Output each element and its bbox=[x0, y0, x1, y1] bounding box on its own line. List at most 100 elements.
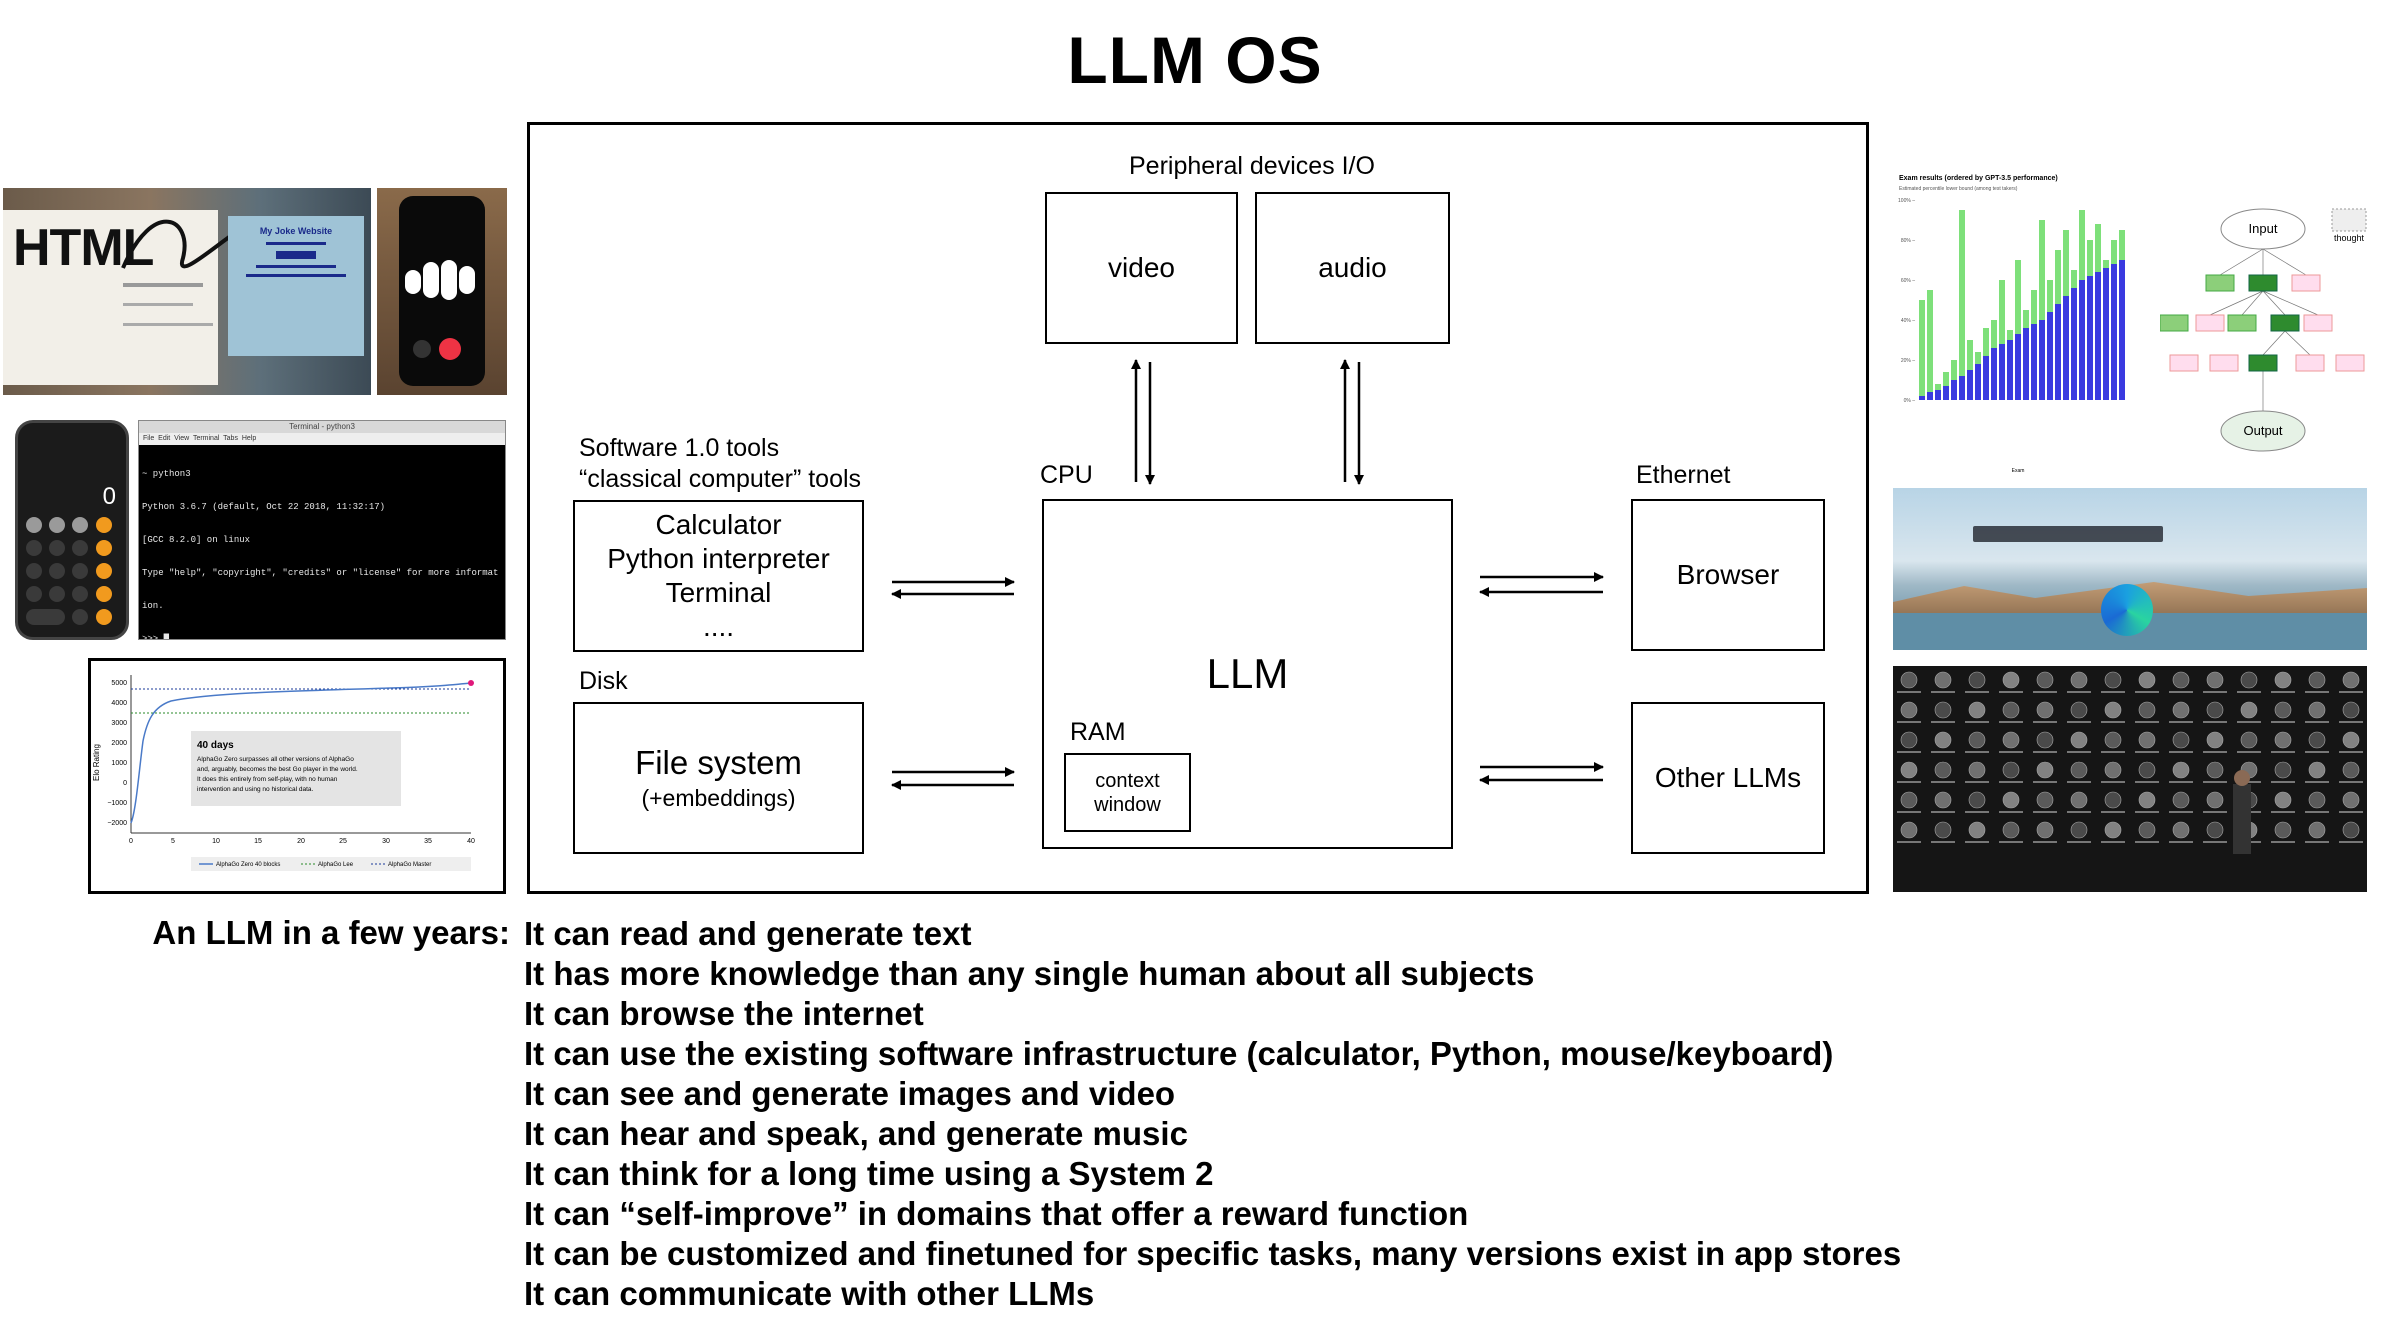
calculator-phone: 0 bbox=[15, 420, 129, 640]
gpt-app-label-line bbox=[1999, 841, 2023, 843]
menu-tabs[interactable]: Tabs bbox=[223, 435, 238, 442]
menu-help[interactable]: Help bbox=[241, 435, 257, 442]
capability-item: It can use the existing software infrast… bbox=[524, 1035, 1834, 1072]
gpt-app-icon bbox=[2172, 701, 2190, 719]
gpt-app-icon bbox=[2036, 701, 2054, 719]
legend-entry: AlphaGo Zero 40 blocks bbox=[216, 862, 280, 868]
capability-item: It can browse the internet bbox=[524, 995, 924, 1032]
terminal-line: Python 3.6.7 (default, Oct 22 2018, 11:3… bbox=[142, 502, 386, 512]
gpt-app-icon bbox=[1900, 791, 1918, 809]
ytick: 5000 bbox=[111, 680, 127, 687]
menu-edit[interactable]: Edit bbox=[158, 435, 171, 442]
context-window-line1: context bbox=[1095, 769, 1160, 792]
context-window-line2: window bbox=[1094, 793, 1161, 816]
exam-bar-gpt35 bbox=[1951, 380, 1957, 400]
ethernet-label: Ethernet bbox=[1636, 461, 1731, 489]
other-llms-label: Other LLMs bbox=[1654, 762, 1802, 793]
exam-bar-gpt35 bbox=[1919, 396, 1925, 400]
ytick: −1000 bbox=[107, 800, 127, 807]
gpt-app-label-line bbox=[2203, 841, 2227, 843]
alphago-ylabel: Elo Rating bbox=[92, 744, 101, 781]
gpt-app-icon bbox=[2172, 761, 2190, 779]
arrow-sketch bbox=[121, 219, 254, 269]
mic-icon bbox=[413, 340, 431, 358]
gpt-app-icon bbox=[2342, 731, 2360, 749]
gpt-app-icon bbox=[1934, 671, 1952, 689]
gpt-app-icon bbox=[2138, 701, 2156, 719]
gpt-icon-grid bbox=[1897, 671, 2363, 843]
gpt-app-icon bbox=[2206, 761, 2224, 779]
website-title: My Joke Website bbox=[259, 226, 333, 236]
gpt-app-label-line bbox=[1931, 811, 1955, 813]
gpt-app-label-line bbox=[1999, 781, 2023, 783]
gpt-app-label-line bbox=[2271, 751, 2295, 753]
menu-file[interactable]: File bbox=[143, 435, 155, 442]
cpu-label: CPU bbox=[1040, 461, 1093, 489]
capability-item: It can communicate with other LLMs bbox=[524, 1275, 1095, 1312]
gpt-app-label-line bbox=[2101, 841, 2125, 843]
software-label-line1: Software 1.0 tools bbox=[579, 434, 780, 462]
gpt-app-label-line bbox=[2169, 811, 2193, 813]
gpt-app-label-line bbox=[2339, 691, 2363, 693]
gpt-app-label-line bbox=[2203, 691, 2227, 693]
llm-os-diagram-frame bbox=[527, 122, 1869, 894]
gpt-app-label-line bbox=[2305, 811, 2329, 813]
alphago-chart-svg: Elo Rating 5000 4000 3000 2000 1000 0 −1… bbox=[92, 675, 475, 871]
capability-item: It can “self-improve” in domains that of… bbox=[524, 1195, 1469, 1232]
gpt-app-icon bbox=[2274, 821, 2292, 839]
gpt-app-label-line bbox=[2203, 811, 2227, 813]
gpt-app-label-line bbox=[2203, 751, 2227, 753]
gpt-app-icon bbox=[2002, 791, 2020, 809]
browser-search-bar[interactable] bbox=[1973, 526, 2163, 542]
capability-item: It can see and generate images and video bbox=[524, 1075, 1176, 1112]
gpt-app-label-line bbox=[2305, 691, 2329, 693]
terminal-output: ~ python3 Python 3.6.7 (default, Oct 22 … bbox=[139, 445, 505, 639]
gpt-app-icon bbox=[2172, 731, 2190, 749]
gpt-app-icon bbox=[2036, 821, 2054, 839]
gpt-app-label-line bbox=[2101, 721, 2125, 723]
gpt-app-icon bbox=[1934, 821, 1952, 839]
edge-logo-icon bbox=[2101, 584, 2153, 636]
gpt-app-label-line bbox=[2067, 721, 2091, 723]
gpt-app-label-line bbox=[2169, 781, 2193, 783]
gpt-app-icon bbox=[1900, 821, 1918, 839]
gpt-app-label-line bbox=[2135, 841, 2159, 843]
gpt-grid-svg bbox=[1897, 671, 2363, 854]
gpt-app-icon bbox=[1900, 701, 1918, 719]
voice-mode-phone-photo bbox=[377, 188, 507, 395]
xtick: 15 bbox=[254, 838, 262, 845]
exam-bar-gpt4 bbox=[1999, 280, 2005, 400]
gpt-app-icon bbox=[2138, 671, 2156, 689]
alphago-elo-chart: Elo Rating 5000 4000 3000 2000 1000 0 −1… bbox=[88, 658, 506, 894]
menu-view[interactable]: View bbox=[174, 435, 190, 442]
gpt-app-label-line bbox=[2339, 781, 2363, 783]
gpt-app-icon bbox=[1968, 791, 1986, 809]
exam-bar-gpt35 bbox=[1927, 392, 1933, 400]
gpt-app-icon bbox=[2274, 731, 2292, 749]
gpt-app-icon bbox=[2138, 761, 2156, 779]
gpt-app-icon bbox=[2172, 791, 2190, 809]
exam-bar-gpt35 bbox=[1983, 356, 1989, 400]
gpt-app-icon bbox=[2240, 701, 2258, 719]
gpt-app-icon bbox=[2002, 761, 2020, 779]
gpt-app-icon bbox=[2104, 821, 2122, 839]
exam-bar-gpt35 bbox=[1967, 370, 1973, 400]
ytick: 4000 bbox=[111, 700, 127, 707]
voice-waveform-icon bbox=[405, 260, 475, 300]
ytick: 60% – bbox=[1901, 278, 1915, 284]
exam-chart-title: Exam results (ordered by GPT-3.5 perform… bbox=[1899, 175, 2058, 182]
disk-label: Disk bbox=[579, 667, 628, 695]
gpt-app-label-line bbox=[2305, 781, 2329, 783]
tree-svg: Input thought Output bbox=[2160, 208, 2367, 452]
legend-box bbox=[191, 857, 471, 871]
exam-bar-gpt35 bbox=[2119, 260, 2125, 400]
annotation-title: 40 days bbox=[197, 740, 234, 751]
menu-terminal[interactable]: Terminal bbox=[192, 435, 220, 442]
gpt-app-icon bbox=[2308, 791, 2326, 809]
gpt-app-label-line bbox=[1931, 841, 1955, 843]
gpt-app-label-line bbox=[1897, 781, 1921, 783]
gpt-app-icon bbox=[2308, 731, 2326, 749]
gpt-app-label-line bbox=[1965, 841, 1989, 843]
gpt-app-label-line bbox=[2101, 811, 2125, 813]
